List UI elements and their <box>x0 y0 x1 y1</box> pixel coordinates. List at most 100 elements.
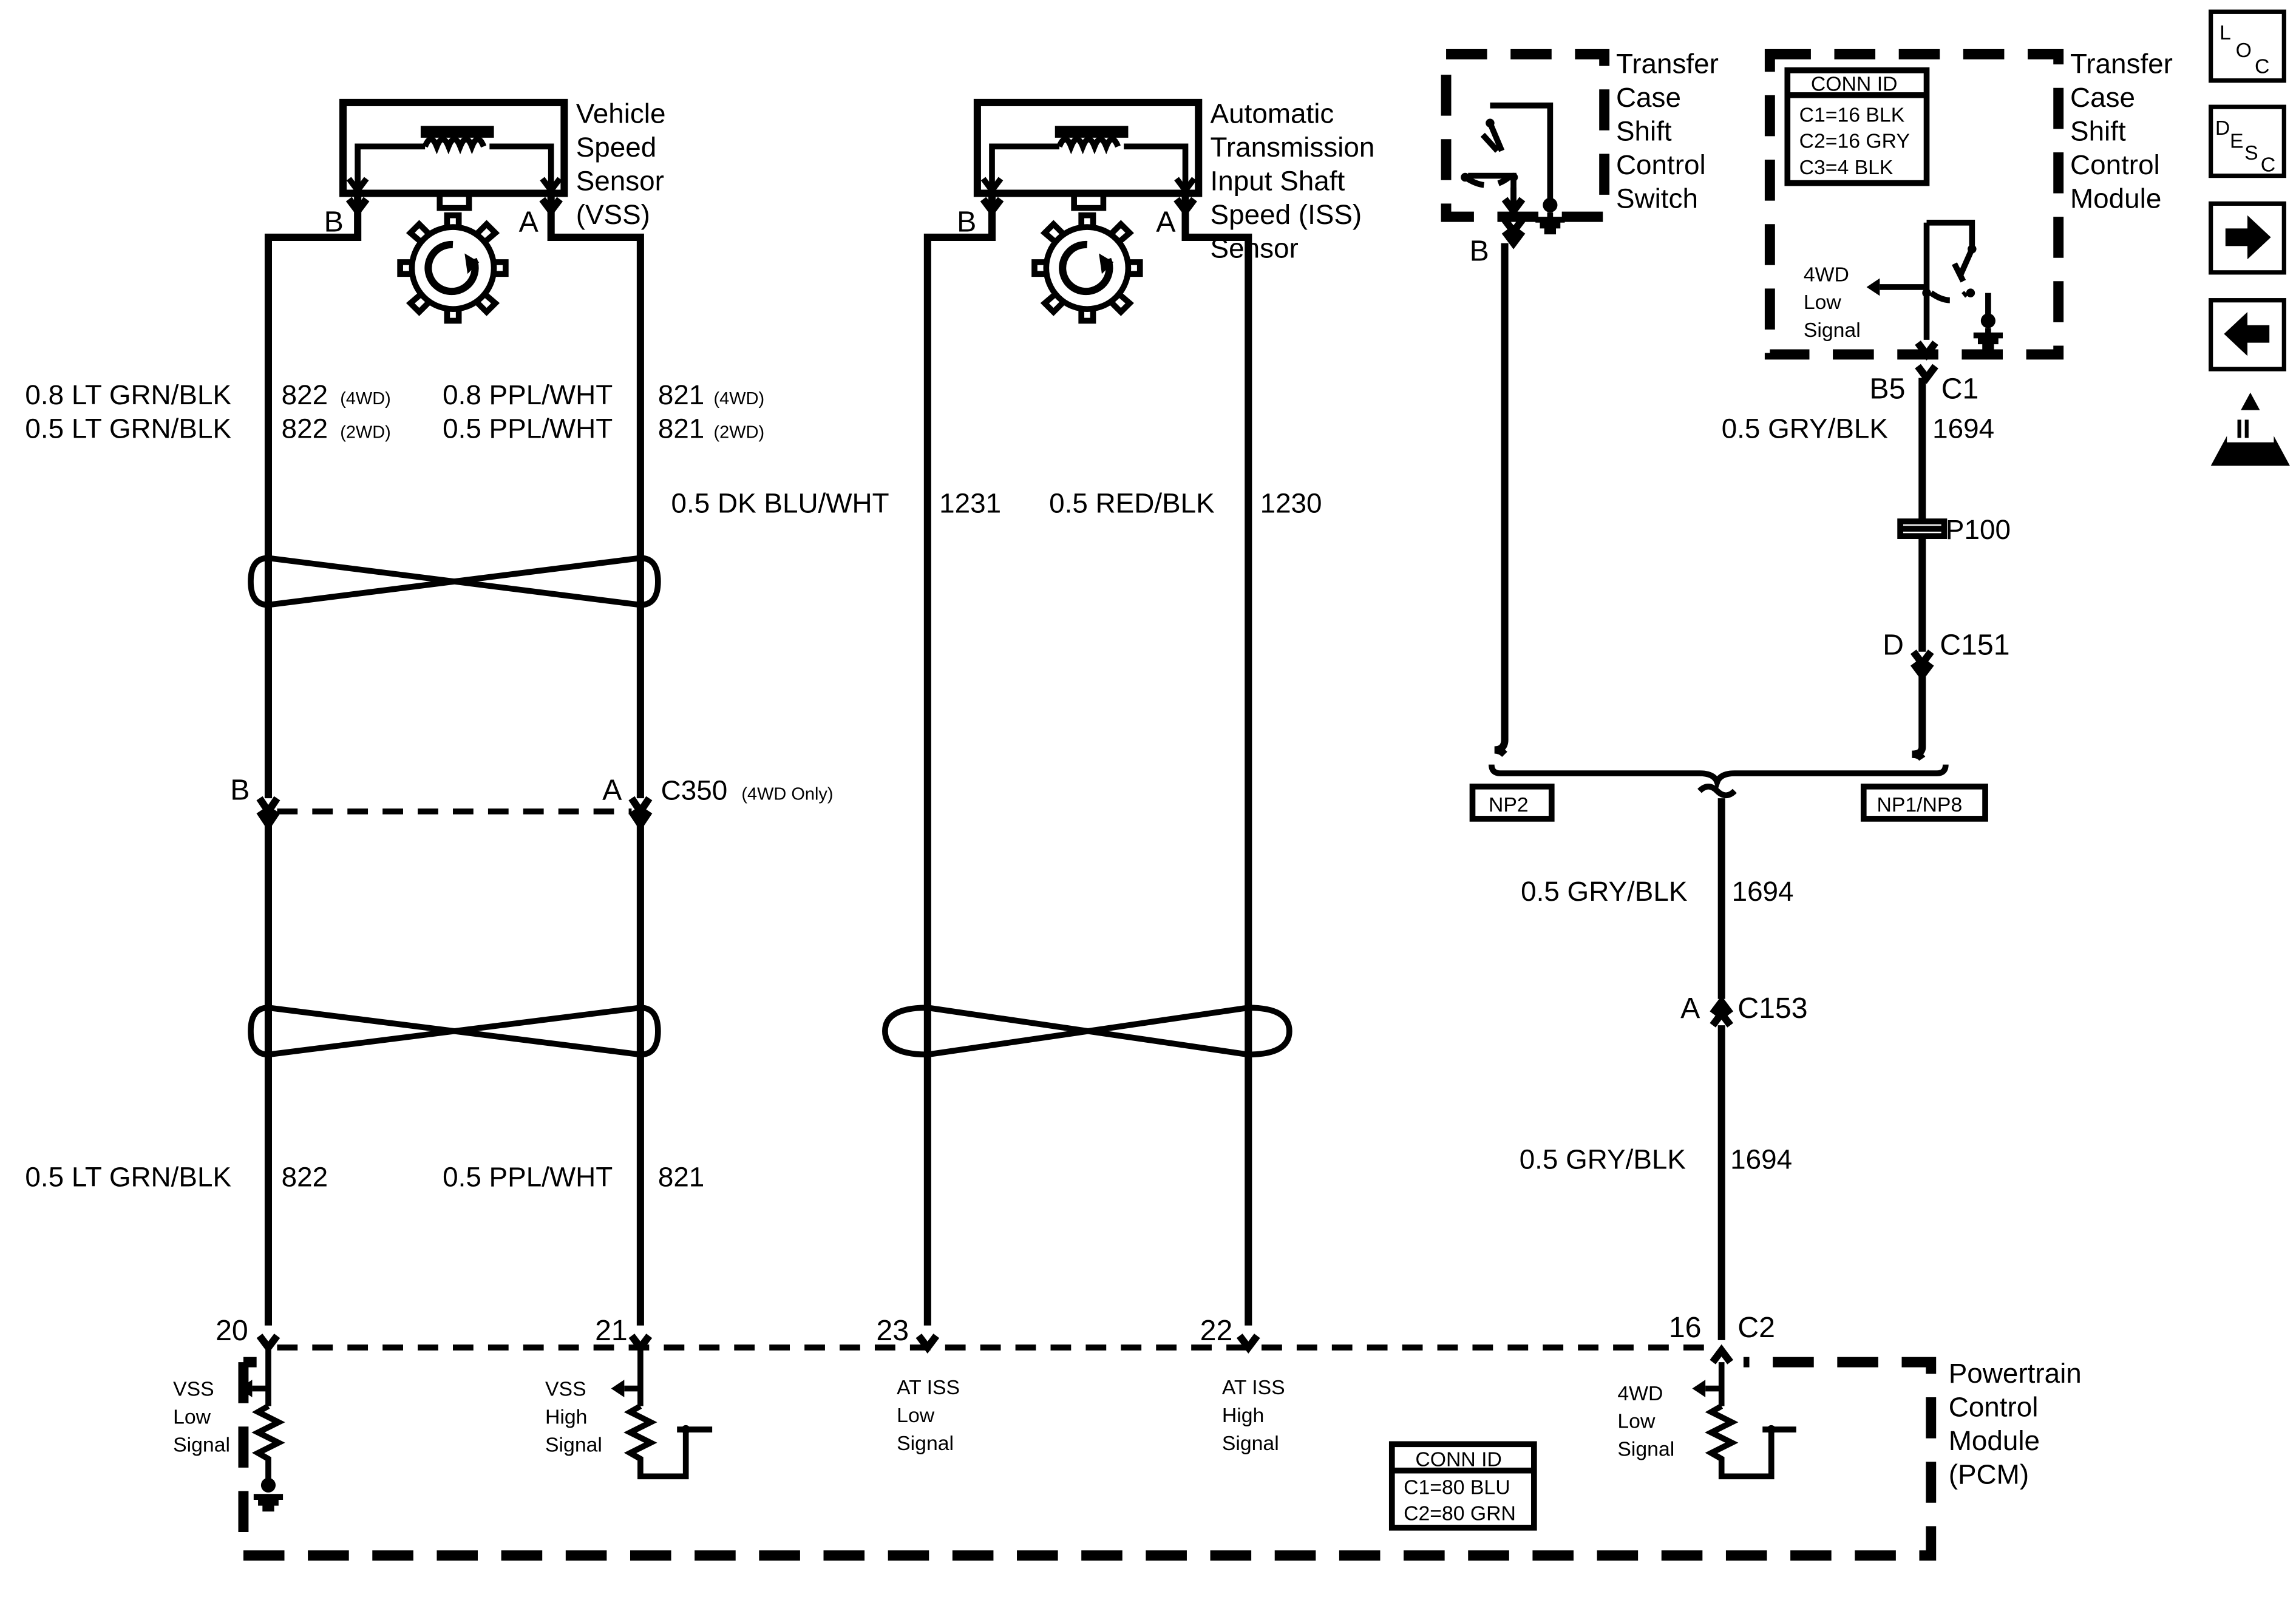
wire-822-2wd-note: (2WD) <box>340 423 391 442</box>
ground-icon <box>1535 197 1565 235</box>
vss-low-signal-3: Signal <box>173 1433 230 1456</box>
desc-letter-c: C <box>2261 153 2275 176</box>
wire-1694-mid-color: 0.5 GRY/BLK <box>1521 876 1688 907</box>
pcm-module: Powertrain Control Module (PCM) CONN ID … <box>173 1311 2082 1561</box>
vss-pin-a: A <box>519 205 539 238</box>
ground-icon <box>1973 313 2003 350</box>
wire-822-low-color: 0.5 LT GRN/BLK <box>25 1162 231 1193</box>
tcm-title-5: Module <box>2070 183 2161 214</box>
twisted-pair-symbol <box>882 1005 1292 1058</box>
wire-822-4wd-color: 0.8 LT GRN/BLK <box>25 379 231 410</box>
location-button[interactable]: L O C <box>2209 9 2286 83</box>
pcm-pin-16: 16 <box>1669 1311 1702 1344</box>
iss-wiring: 0.5 DK BLU/WHT 1231 0.5 RED/BLK 1230 <box>671 211 1322 1326</box>
wd-low-signal-1: 4WD <box>1617 1382 1663 1405</box>
loc-letter-o: O <box>2236 39 2252 62</box>
vss-wiring: 0.8 LT GRN/BLK 822 (4WD) 0.5 LT GRN/BLK … <box>25 211 834 1326</box>
arrow-right-icon <box>2225 215 2271 260</box>
vss-high-signal-3: Signal <box>545 1433 602 1456</box>
pcm-title-3: Module <box>1949 1425 2040 1456</box>
iss-low-signal-1: AT ISS <box>897 1376 960 1399</box>
vss-title-3: Sensor <box>576 166 664 197</box>
np-option-bus: NP2 NP1/NP8 0.5 GRY/BLK 1694 A C153 0.5 … <box>1469 764 1988 1340</box>
wire-1694-low-color: 0.5 GRY/BLK <box>1520 1144 1686 1175</box>
c350-pin-a: A <box>602 774 622 807</box>
vss-low-signal-1: VSS <box>173 1378 214 1401</box>
twisted-pair-symbol <box>248 555 661 608</box>
wire-821-2wd-color: 0.5 PPL/WHT <box>443 413 613 444</box>
obd-label: OBD II <box>2224 446 2272 464</box>
tcm-conn-c2: C2=16 GRY <box>1799 130 1910 153</box>
vss-high-signal-2: High <box>545 1405 587 1428</box>
tcm-signal-2: Low <box>1804 291 1842 314</box>
vss-high-signal-1: VSS <box>545 1378 586 1401</box>
iss-title-1: Automatic <box>1211 98 1334 129</box>
pcm-title-2: Control <box>1949 1391 2039 1422</box>
transfer-case-module: CONN ID C1=16 BLK C2=16 GRY C3=4 BLK Tra… <box>1722 49 2173 761</box>
wire-1694-top-color: 0.5 GRY/BLK <box>1722 413 1889 444</box>
vss-title-4: (VSS) <box>576 199 650 230</box>
pcm-pin-23: 23 <box>876 1314 909 1347</box>
wire-821-4wd-color: 0.8 PPL/WHT <box>443 379 613 410</box>
vss-reluctor-wheel-icon <box>397 212 509 324</box>
loc-letter-l: L <box>2220 21 2231 44</box>
wire-822-2wd-number: 822 <box>282 413 328 444</box>
c153-pin: A <box>1680 992 1700 1025</box>
pcm-title-1: Powertrain <box>1949 1358 2082 1389</box>
wire-822-low-number: 822 <box>282 1162 328 1193</box>
vss-title-2: Speed <box>576 132 657 163</box>
wire-1231-number: 1231 <box>939 488 1001 519</box>
wire-821-4wd-number: 821 <box>658 379 704 410</box>
vss-sensor: Vehicle Speed Sensor (VSS) B A <box>324 98 666 324</box>
wire-1230-color: 0.5 RED/BLK <box>1049 488 1215 519</box>
vss-title-1: Vehicle <box>576 98 666 129</box>
wire-821-low-number: 821 <box>658 1162 704 1193</box>
tcm-pin-b5: B5 <box>1869 372 1905 405</box>
wire-822-2wd-color: 0.5 LT GRN/BLK <box>25 413 231 444</box>
wire-1694-mid-number: 1694 <box>1732 876 1794 907</box>
wire-822-4wd-number: 822 <box>282 379 328 410</box>
tcm-signal-3: Signal <box>1804 319 1861 342</box>
iss-sensor: Automatic Transmission Input Shaft Speed… <box>957 98 1375 324</box>
vss-low-signal-2: Low <box>173 1405 211 1428</box>
iss-low-signal-2: Low <box>897 1404 935 1427</box>
pcm-conn-c1: C1=80 BLU <box>1404 1476 1510 1499</box>
transfer-case-switch: Transfer Case Shift Control Switch B <box>1441 49 1719 758</box>
desc-letter-d: D <box>2215 117 2230 140</box>
pcm-conn-c2-label: C2 <box>1737 1311 1775 1344</box>
tcm-conn-c1: C1=16 BLK <box>1799 103 1905 126</box>
iss-title-4: Speed (ISS) <box>1211 199 1362 230</box>
obd-ii-button[interactable]: II OBD II <box>2210 392 2290 466</box>
wire-1694-low-number: 1694 <box>1730 1144 1792 1175</box>
wire-821-low-color: 0.5 PPL/WHT <box>443 1162 613 1193</box>
tcm-title-1: Transfer <box>2070 49 2173 80</box>
loc-letter-c: C <box>2255 55 2269 78</box>
pcm-pin-22: 22 <box>1200 1314 1233 1347</box>
pcm-conn-id-title: CONN ID <box>1415 1448 1502 1471</box>
previous-page-button[interactable] <box>2209 298 2286 371</box>
tcs-pin-b: B <box>1470 235 1489 268</box>
next-page-button[interactable] <box>2209 201 2286 275</box>
pcm-pin-21: 21 <box>595 1314 628 1347</box>
wire-821-2wd-note: (2WD) <box>714 423 765 442</box>
iss-high-signal-2: High <box>1222 1404 1264 1427</box>
iss-high-signal-1: AT ISS <box>1222 1376 1285 1399</box>
tcm-title-2: Case <box>2070 82 2135 113</box>
ground-icon <box>253 1477 284 1512</box>
pcm-pin-20: 20 <box>216 1314 248 1347</box>
desc-letter-s: S <box>2244 141 2258 164</box>
obd-roman: II <box>2236 415 2250 444</box>
tcm-conn-c3: C3=4 BLK <box>1799 156 1894 179</box>
tcm-title-3: Shift <box>2070 116 2126 147</box>
iss-title-2: Transmission <box>1211 132 1375 163</box>
c350-pin-b: B <box>230 774 250 807</box>
tcm-title-4: Control <box>2070 149 2160 180</box>
tcm-conn-id-title: CONN ID <box>1811 73 1898 96</box>
description-button[interactable]: D E S C <box>2209 104 2286 178</box>
iss-high-signal-3: Signal <box>1222 1432 1279 1455</box>
wire-1694-top-number: 1694 <box>1932 413 1994 444</box>
iss-low-signal-3: Signal <box>897 1432 954 1455</box>
tcs-title-3: Shift <box>1616 116 1672 147</box>
c151-pin: D <box>1883 629 1904 662</box>
